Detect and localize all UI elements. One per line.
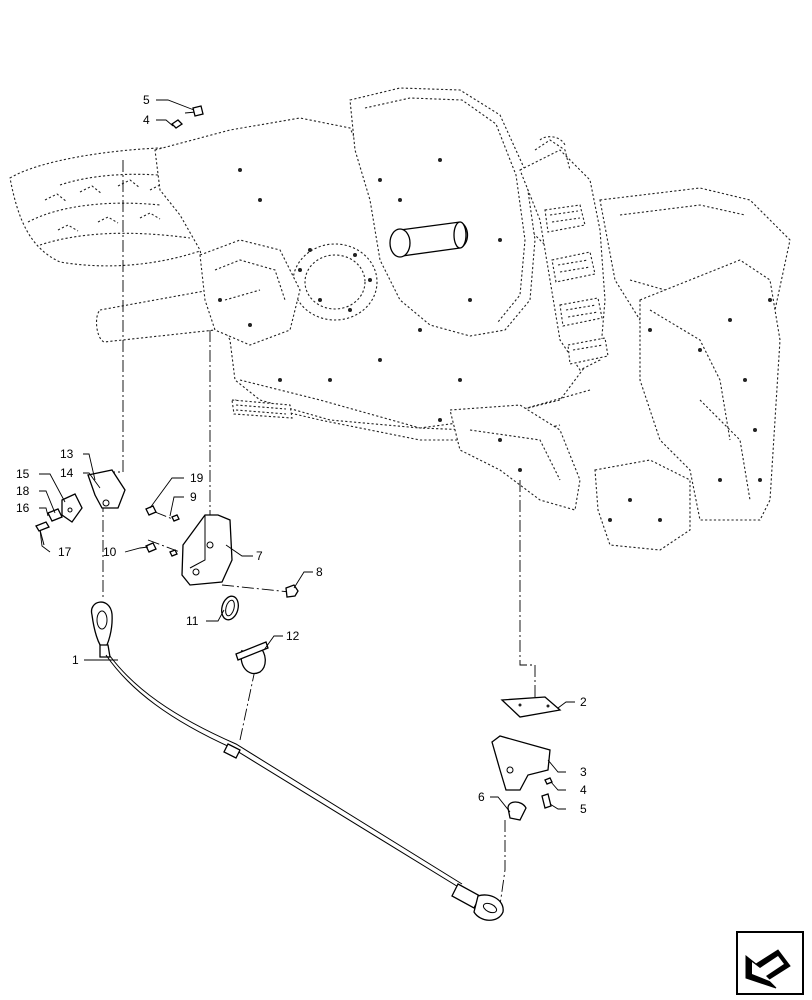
callout-7: 7: [256, 549, 263, 563]
callout-17: 17: [58, 545, 72, 559]
callout-11: 11: [186, 614, 199, 628]
callout-13: 13: [60, 447, 74, 461]
callout-5-bottom: 5: [580, 802, 587, 816]
mount-bracket-7: [145, 505, 233, 586]
callout-9: 9: [190, 490, 197, 504]
shackle-12: [235, 641, 269, 675]
callout-6: 6: [478, 790, 485, 804]
callout-3: 3: [580, 765, 587, 779]
ring-link-11: [221, 595, 239, 621]
machine-chassis-ghost: [9, 87, 791, 551]
nut-8: [285, 584, 299, 598]
cable-1: [90, 601, 504, 921]
callout-8: 8: [316, 565, 323, 579]
callout-14: 14: [60, 466, 74, 480]
callout-19: 19: [190, 471, 204, 485]
callout-4-bottom: 4: [580, 783, 587, 797]
arrow-navigation-icon[interactable]: [736, 931, 804, 995]
callout-15: 15: [16, 467, 30, 481]
bolt-holes: [218, 158, 772, 522]
callout-16: 16: [16, 501, 30, 515]
callout-5-top: 5: [143, 93, 150, 107]
callout-labels: 5 4 13 14 15 18 16 17 19 9 10 7 8 11 12 …: [16, 93, 587, 816]
callout-12: 12: [286, 629, 300, 643]
callout-1: 1: [72, 653, 79, 667]
callout-10: 10: [103, 545, 117, 559]
top-bolt-assembly: [170, 105, 204, 129]
leader-lines: [39, 99, 575, 813]
callout-2: 2: [580, 695, 587, 709]
lower-bracket-assembly: [491, 696, 562, 821]
bracket-assembly-13: [35, 469, 126, 546]
callout-18: 18: [16, 484, 30, 498]
callout-4-top: 4: [143, 113, 150, 127]
